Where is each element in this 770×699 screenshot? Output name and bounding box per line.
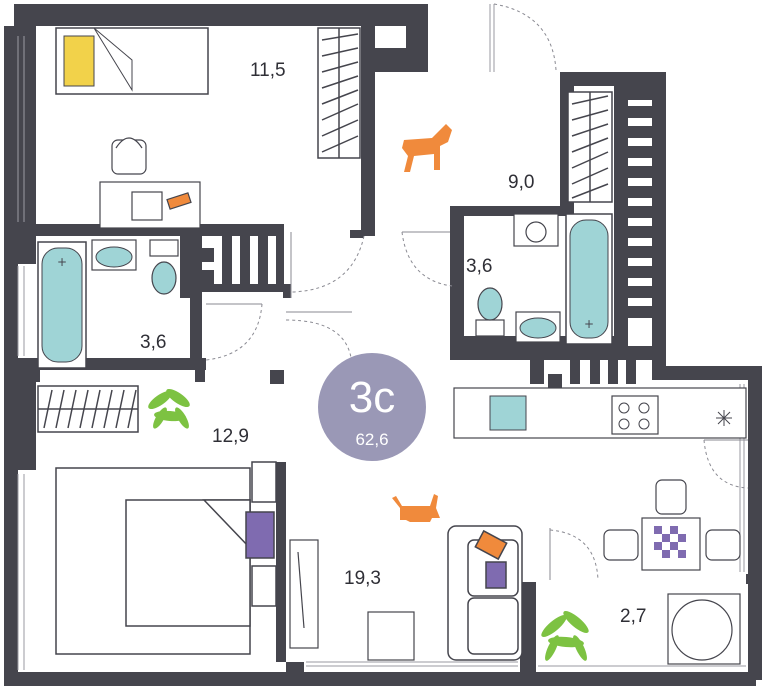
apartment-badge: 3с 62,6 — [318, 353, 426, 461]
door-leaves — [206, 231, 748, 580]
area-label-bathroom-1: 3,6 — [140, 332, 166, 353]
sink-2 — [515, 311, 561, 343]
walls — [4, 4, 762, 686]
star-icon — [716, 410, 732, 426]
dining-table — [603, 479, 741, 571]
desk-chair — [111, 137, 147, 175]
kitchen-counter — [453, 387, 747, 439]
area-label-balcony: 2,7 — [620, 606, 646, 627]
badge-type: 3с — [349, 373, 395, 422]
sink-1 — [91, 239, 137, 271]
dog-icon — [402, 124, 452, 172]
cat-icon — [392, 494, 440, 522]
sofa — [447, 525, 523, 661]
toilet-2 — [475, 287, 505, 337]
area-label-hall: 9,0 — [508, 172, 534, 193]
coffee-table — [367, 611, 415, 661]
windows — [17, 4, 746, 670]
bed-single — [55, 27, 209, 95]
doors — [205, 3, 749, 581]
svg-text:+: + — [584, 317, 594, 331]
desk — [99, 181, 201, 229]
area-label-bedroom-2: 12,9 — [212, 426, 249, 447]
tv-unit — [289, 539, 319, 649]
washing-machine — [513, 213, 559, 247]
bathtub-1: + — [37, 241, 87, 369]
bed-double — [55, 461, 277, 655]
plant-icon — [541, 611, 589, 661]
toilet-1 — [149, 239, 179, 295]
area-label-living-room: 19,3 — [344, 568, 381, 589]
plant-icon — [148, 388, 190, 429]
area-label-bathroom-2: 3,6 — [466, 256, 492, 277]
badge-circle — [318, 353, 426, 461]
wardrobe-1 — [317, 27, 361, 159]
badge-total-area: 62,6 — [355, 430, 388, 449]
wardrobe-3 — [37, 385, 139, 433]
round-table — [667, 593, 741, 665]
svg-text:+: + — [57, 255, 67, 269]
bathtub-2: + — [565, 213, 613, 345]
area-label-bedroom-1: 11,5 — [250, 60, 286, 81]
wardrobe-2 — [567, 91, 613, 203]
